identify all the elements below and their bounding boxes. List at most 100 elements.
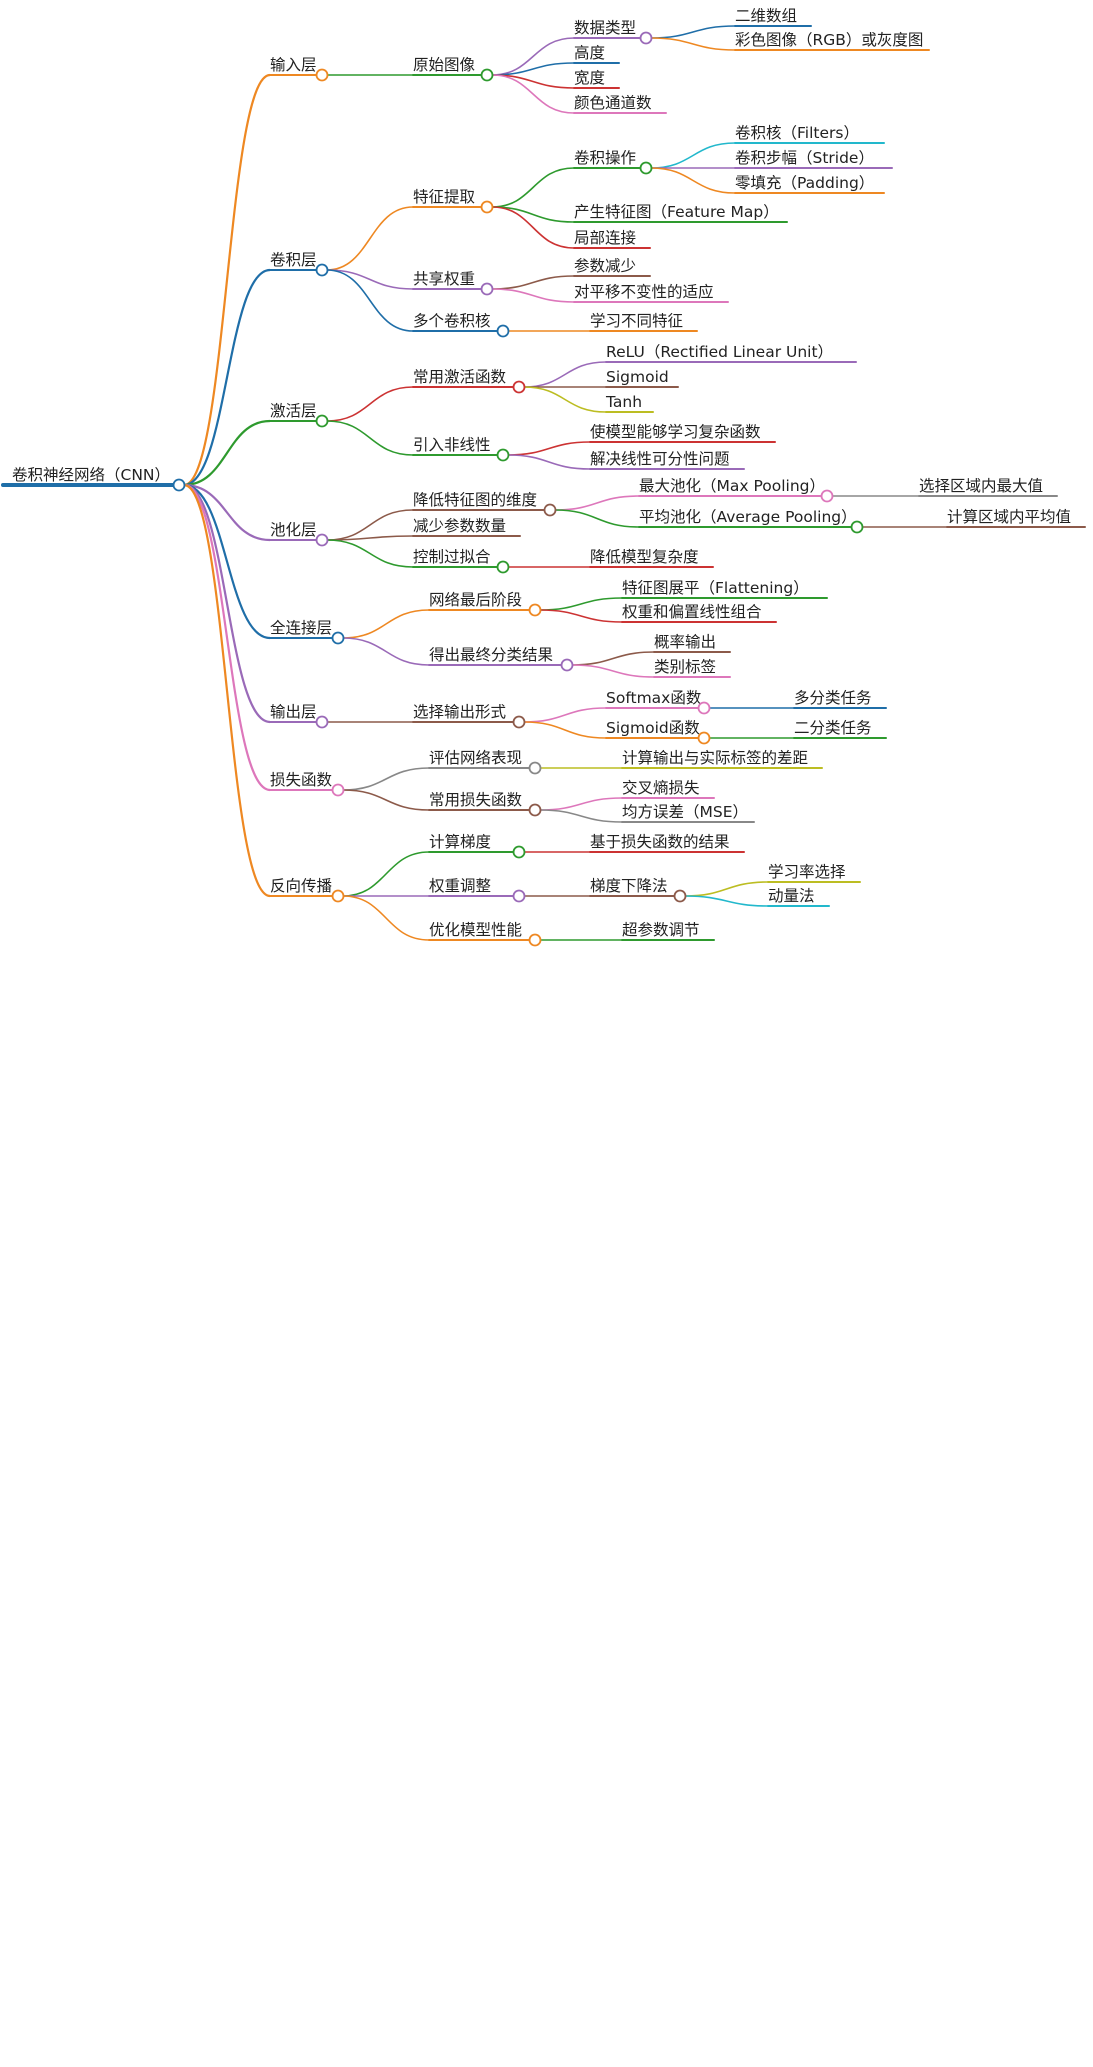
edge-1-0-0-0 bbox=[650, 142, 736, 169]
edge-4-0-1 bbox=[539, 609, 623, 623]
node-label-4-1-0: 概率输出 bbox=[654, 633, 716, 651]
node-label-1-0-2: 局部连接 bbox=[574, 229, 636, 247]
node-label-0-0-3: 颜色通道数 bbox=[574, 94, 652, 112]
collapse-toggle-4-0[interactable] bbox=[528, 603, 542, 617]
edge-0-0-0-0 bbox=[650, 25, 736, 39]
node-label-3-0-1: 平均池化（Average Pooling） bbox=[639, 508, 857, 526]
collapse-toggle-4-1[interactable] bbox=[560, 658, 574, 672]
node-label-4-0-1: 权重和偏置线性组合 bbox=[622, 603, 762, 621]
edge-7-1-0-1 bbox=[684, 895, 769, 907]
node-label-1-1: 共享权重 bbox=[413, 270, 475, 288]
mindmap-nodes: 卷积神经网络（CNN）输入层原始图像数据类型二维数组彩色图像（RGB）或灰度图高… bbox=[1, 7, 1086, 947]
edge-4 bbox=[183, 483, 271, 640]
collapse-toggle-5[interactable] bbox=[315, 715, 329, 729]
edge-2-0-0 bbox=[523, 361, 607, 388]
edge-3-0-0 bbox=[554, 495, 640, 511]
node-label-1-0-0-2: 零填充（Padding） bbox=[735, 174, 874, 192]
collapse-toggle-2[interactable] bbox=[315, 414, 329, 428]
edge-2-0-2 bbox=[523, 386, 607, 413]
node-label-5-0-1: Sigmoid函数 bbox=[606, 719, 700, 737]
node-label-0-0-0: 数据类型 bbox=[574, 19, 636, 37]
node-label-1-1-1: 对平移不变性的适应 bbox=[574, 282, 714, 301]
collapse-toggle-1-0-0[interactable] bbox=[639, 161, 653, 175]
edge-3-0 bbox=[326, 509, 414, 541]
node-label-7-2: 优化模型性能 bbox=[429, 921, 522, 939]
edge-6 bbox=[183, 483, 271, 792]
collapse-toggle-3[interactable] bbox=[315, 533, 329, 547]
collapse-toggle-5-0[interactable] bbox=[512, 715, 526, 729]
collapse-toggle-3-0-0[interactable] bbox=[820, 489, 834, 503]
node-label-0-0: 原始图像 bbox=[413, 56, 476, 74]
node-label-2-1: 引入非线性 bbox=[413, 436, 491, 454]
edge-2 bbox=[183, 419, 271, 487]
collapse-toggle-1-2[interactable] bbox=[496, 324, 510, 338]
collapse-toggle-0[interactable] bbox=[315, 68, 329, 82]
node-label-7-1-0: 梯度下降法 bbox=[590, 877, 668, 895]
edge-2-1-0 bbox=[507, 441, 591, 456]
node-label-0-0-2: 宽度 bbox=[574, 69, 605, 87]
node-label-1-0-1: 产生特征图（Feature Map） bbox=[574, 203, 779, 221]
node-label-5-0-0-0: 多分类任务 bbox=[794, 689, 872, 707]
edge-3-1 bbox=[326, 535, 414, 541]
collapse-toggle-7-2[interactable] bbox=[528, 933, 542, 947]
node-label-7-1: 权重调整 bbox=[429, 877, 491, 895]
edge-1-1 bbox=[326, 269, 414, 290]
collapse-toggle-1-0[interactable] bbox=[480, 200, 494, 214]
collapse-toggle-7-0[interactable] bbox=[512, 845, 526, 859]
node-label-6-1-1: 均方误差（MSE） bbox=[622, 803, 748, 821]
node-label-7-2-0: 超参数调节 bbox=[622, 921, 700, 939]
collapse-toggle-1[interactable] bbox=[315, 263, 329, 277]
edge-5-0-0 bbox=[523, 707, 607, 723]
collapse-toggle-6-1[interactable] bbox=[528, 803, 542, 817]
edge-4-1-0 bbox=[571, 651, 655, 666]
node-label-3-0: 降低特征图的维度 bbox=[413, 491, 537, 509]
edge-1-0-0 bbox=[491, 167, 575, 208]
edge-6-0 bbox=[342, 767, 430, 791]
node-label-2-1-0: 使模型能够学习复杂函数 bbox=[590, 423, 761, 441]
collapse-toggle-3-0[interactable] bbox=[543, 503, 557, 517]
edge-6-1-1 bbox=[539, 809, 623, 823]
edge-0-0-3 bbox=[491, 74, 575, 114]
collapse-toggle-2-0[interactable] bbox=[512, 380, 526, 394]
node-label-4-1: 得出最终分类结果 bbox=[429, 646, 553, 664]
collapse-toggle-7-1[interactable] bbox=[512, 889, 526, 903]
edge-1-2 bbox=[326, 269, 414, 332]
node-label-1-2-0: 学习不同特征 bbox=[590, 312, 683, 330]
collapse-toggle-5-0-0[interactable] bbox=[697, 701, 711, 715]
collapse-toggle-1-1[interactable] bbox=[480, 282, 494, 296]
edge-4-0 bbox=[342, 609, 430, 639]
collapse-toggle-0-0[interactable] bbox=[480, 68, 494, 82]
node-label-7-0: 计算梯度 bbox=[429, 832, 491, 851]
collapse-toggle-6[interactable] bbox=[331, 783, 345, 797]
node-label-2-1-1: 解决线性可分性问题 bbox=[590, 450, 730, 468]
collapse-toggle-7[interactable] bbox=[331, 889, 345, 903]
edge-3-0-1 bbox=[554, 509, 640, 528]
collapse-toggle-3-0-1[interactable] bbox=[850, 520, 864, 534]
node-label-4-1-1: 类别标签 bbox=[654, 658, 716, 676]
node-label-2-0-1: Sigmoid bbox=[606, 368, 669, 386]
collapse-toggle-3-2[interactable] bbox=[496, 560, 510, 574]
collapse-toggle-7-1-0[interactable] bbox=[673, 889, 687, 903]
root-collapse-toggle[interactable] bbox=[172, 478, 186, 492]
edge-2-0 bbox=[326, 386, 414, 422]
node-label-5-0: 选择输出形式 bbox=[413, 703, 506, 721]
edge-0-0-0 bbox=[491, 37, 575, 76]
collapse-toggle-4[interactable] bbox=[331, 631, 345, 645]
collapse-toggle-0-0-0[interactable] bbox=[639, 31, 653, 45]
edge-1-1-0 bbox=[491, 275, 575, 290]
collapse-toggle-6-0[interactable] bbox=[528, 761, 542, 775]
node-label-1-0: 特征提取 bbox=[413, 188, 475, 206]
node-label-3: 池化层 bbox=[270, 521, 317, 539]
collapse-toggle-2-1[interactable] bbox=[496, 448, 510, 462]
node-label-6-0-0: 计算输出与实际标签的差距 bbox=[622, 748, 808, 767]
node-label-7: 反向传播 bbox=[270, 877, 333, 895]
node-label-2-0-0: ReLU（Rectified Linear Unit） bbox=[606, 343, 833, 361]
node-label-5-0-0: Softmax函数 bbox=[606, 689, 702, 707]
node-label-1-1-0: 参数减少 bbox=[574, 257, 636, 275]
node-label-6: 损失函数 bbox=[270, 771, 333, 789]
collapse-toggle-5-0-1[interactable] bbox=[697, 731, 711, 745]
edge-3 bbox=[183, 483, 271, 542]
edge-2-1 bbox=[326, 420, 414, 456]
edge-0 bbox=[183, 73, 271, 487]
